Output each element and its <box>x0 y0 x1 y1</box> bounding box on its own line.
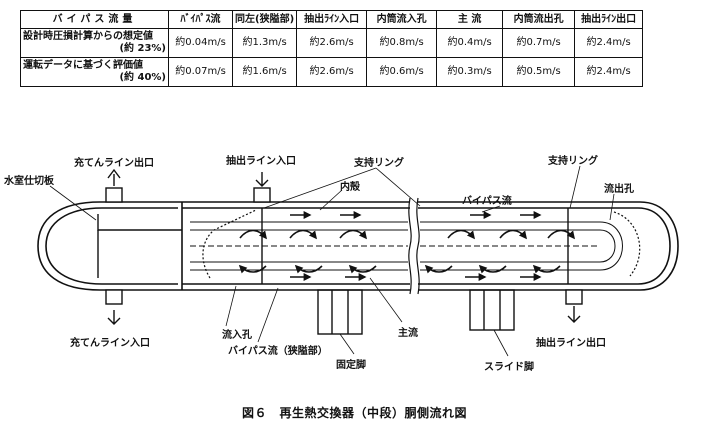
label-bypass-narrow: バイパス流（狭隘部） <box>228 344 328 357</box>
table-cell: 約2.4m/s <box>574 28 644 58</box>
header-extract-inlet: 抽出ﾗｲﾝ入口 <box>296 10 368 29</box>
table-cell: 約0.4m/s <box>436 28 504 58</box>
header-bypass-rate: バイパス流量 <box>20 10 169 29</box>
table-cell: 約2.6m/s <box>296 57 368 87</box>
row-percent: (約 23%) <box>119 43 166 54</box>
table-cell: 約0.8m/s <box>366 28 438 58</box>
table-header-row: バイパス流量 ﾊﾞｲﾊﾟｽ流 同左(狭隘部) 抽出ﾗｲﾝ入口 内筒流入孔 主 流… <box>20 10 644 29</box>
support-rings <box>261 208 569 284</box>
label-inner-shell: 内殻 <box>340 180 361 193</box>
table-row: 設計時圧損計算からの想定値 (約 23%) 約0.04m/s 約1.3m/s 約… <box>20 28 644 58</box>
header-inner-inflow: 内筒流入孔 <box>366 10 438 29</box>
table-cell: 約2.4m/s <box>574 57 644 87</box>
header-narrow: 同左(狭隘部) <box>231 10 298 29</box>
table-cell: 約0.3m/s <box>436 57 504 87</box>
label-main-flow: 主流 <box>398 326 418 339</box>
water-baffle <box>97 214 182 278</box>
label-inflow-hole: 流入孔 <box>222 328 252 341</box>
header-inner-outflow: 内筒流出孔 <box>502 10 576 29</box>
leader-lines <box>49 165 615 357</box>
flow-arrows <box>238 211 576 281</box>
bypass-dotted-flow <box>202 209 641 279</box>
table-cell: 約2.6m/s <box>296 28 368 58</box>
table-cell: 約1.6m/s <box>231 57 298 87</box>
velocity-table: バイパス流量 ﾊﾞｲﾊﾟｽ流 同左(狭隘部) 抽出ﾗｲﾝ入口 内筒流入孔 主 流… <box>20 10 644 87</box>
label-water-baffle: 水室仕切板 <box>3 174 55 187</box>
header-extract-outlet: 抽出ﾗｲﾝ出口 <box>574 10 644 29</box>
row-label-operation: 運転データに基づく評価値 (約 40%) <box>20 57 169 87</box>
table-cell: 約1.3m/s <box>231 28 298 58</box>
table-cell: 約0.07m/s <box>168 57 233 87</box>
table-cell: 約0.04m/s <box>168 28 233 58</box>
label-fixed-leg: 固定脚 <box>336 358 366 371</box>
header-main-flow: 主 流 <box>436 10 504 29</box>
label-fill-inlet: 充てんライン入口 <box>70 336 150 349</box>
break-marks <box>408 197 420 295</box>
table-row: 運転データに基づく評価値 (約 40%) 約0.07m/s 約1.6m/s 約2… <box>20 57 644 87</box>
label-slide-leg: スライド脚 <box>484 360 534 373</box>
header-bypass-flow: ﾊﾞｲﾊﾟｽ流 <box>168 10 233 29</box>
label-outflow-hole: 流出孔 <box>604 182 634 195</box>
row-label-design: 設計時圧損計算からの想定値 (約 23%) <box>20 28 169 58</box>
label-support-ring-right: 支持リング <box>547 154 598 167</box>
exchanger-shell <box>37 201 679 291</box>
table-cell: 約0.6m/s <box>366 57 438 87</box>
label-extract-inlet: 抽出ライン入口 <box>226 154 296 167</box>
table-cell: 約0.5m/s <box>502 57 576 87</box>
row-percent: (約 40%) <box>119 72 166 83</box>
heat-exchanger-diagram: 充てんライン出口 水室仕切板 充てんライン入口 抽出ライン入口 支持リング 内殻… <box>3 154 679 373</box>
tube-bundle <box>190 221 623 271</box>
label-fill-outlet: 充てんライン出口 <box>74 156 154 169</box>
nozzles <box>105 187 583 305</box>
label-support-ring-left: 支持リング <box>353 156 404 169</box>
row-label-text: 運転データに基づく評価値 <box>23 60 143 71</box>
nozzle-arrows <box>107 168 581 325</box>
row-label-text: 設計時圧損計算からの想定値 <box>23 31 153 42</box>
figure-caption: 図６ 再生熱交換器（中段）胴側流れ図 <box>241 406 467 420</box>
table-cell: 約0.7m/s <box>502 28 576 58</box>
label-extract-outlet: 抽出ライン出口 <box>536 336 606 349</box>
label-bypass-flow: バイパス流 <box>462 194 512 207</box>
